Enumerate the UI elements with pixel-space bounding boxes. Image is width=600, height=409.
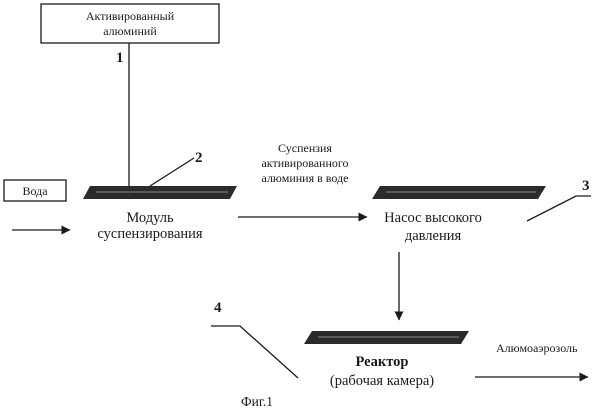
aluminum-aerosol-label: Алюмоаэрозоль [496,341,578,355]
activated-aluminum-label-line1: Активированный [86,9,175,23]
callout-4: 4 [214,300,222,316]
suspension-module-band [83,186,237,199]
callout-3-leader [527,196,591,221]
pump-label-line2: давления [405,228,462,244]
pump-band [372,186,546,199]
suspension-flow-label-line3: алюминия в воде [262,171,349,185]
figure-caption: Фиг.1 [241,394,273,409]
callout-4-leader [211,326,298,378]
water-block: Вода [4,180,66,201]
reactor-label-line1: Реактор [356,354,409,370]
reactor-label-line2: (рабочая камера) [330,373,434,389]
suspension-flow-label-line2: активированного [261,156,348,170]
water-label: Вода [22,184,48,198]
suspension-module-label-line1: Модуль [126,210,174,226]
suspension-module-label-line2: суспензирования [97,226,202,242]
suspension-flow-label-line1: Суспензия [278,141,332,155]
callout-1: 1 [116,50,124,66]
callout-2-leader [150,158,194,186]
callout-2: 2 [195,150,203,166]
reactor-band [304,331,469,344]
callout-3: 3 [582,178,590,194]
pump-label-line1: Насос высокого [384,210,482,226]
activated-aluminum-label-line2: алюминий [103,24,157,38]
activated-aluminum-block: Активированный алюминий [41,4,219,43]
